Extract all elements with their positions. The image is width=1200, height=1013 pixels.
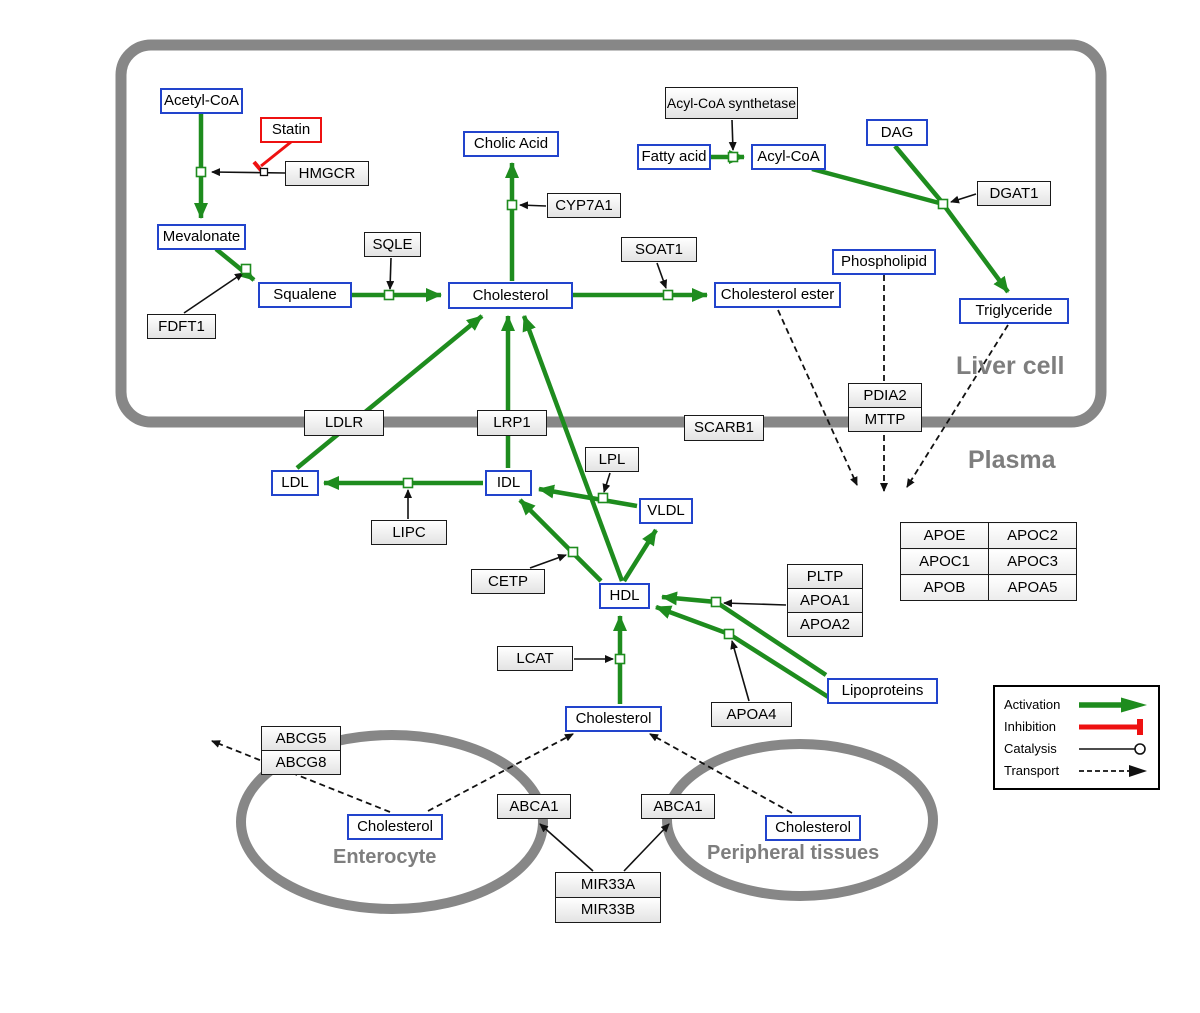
enzyme-lcat[interactable]: LCAT (497, 646, 573, 671)
region-enterocyte-membrane (236, 730, 548, 914)
legend-label-inhibition: Inhibition (1004, 719, 1057, 734)
enzyme-abcg5[interactable]: ABCG5 (261, 726, 341, 751)
apo-cell-apoc3[interactable]: APOC3 (988, 548, 1077, 575)
apolipoprotein-table: APOE APOC2 APOC1 APOC3 APOB APOA5 (900, 522, 1077, 601)
enzyme-lipc[interactable]: LIPC (371, 520, 447, 545)
legend-label-transport: Transport (1004, 763, 1060, 778)
process-nodes (195, 151, 949, 665)
enzyme-cetp[interactable]: CETP (471, 569, 545, 594)
catalysis-edges (183, 119, 977, 872)
metabolite-cholesterol-liver[interactable]: Cholesterol (448, 282, 573, 309)
enzyme-mir33b[interactable]: MIR33B (555, 897, 661, 923)
region-liver-membrane (115, 39, 1107, 428)
metabolite-acyl-coa[interactable]: Acyl-CoA (751, 144, 826, 170)
receptor-scarb1[interactable]: SCARB1 (684, 415, 764, 441)
region-peripheral-membrane (662, 739, 938, 901)
metabolite-squalene[interactable]: Squalene (258, 282, 352, 308)
enzyme-dgat1[interactable]: DGAT1 (977, 181, 1051, 206)
enzyme-mir33a[interactable]: MIR33A (555, 872, 661, 898)
region-label-plasma: Plasma (968, 446, 1056, 474)
metabolite-idl[interactable]: IDL (485, 470, 532, 496)
metabolite-cholesterol-ester[interactable]: Cholesterol ester (714, 282, 841, 308)
enzyme-cyp7a1[interactable]: CYP7A1 (547, 193, 621, 218)
activation-arrow-icon (1079, 697, 1147, 712)
metabolite-cholesterol-plasma[interactable]: Cholesterol (565, 706, 662, 732)
transporter-abca1-peripheral[interactable]: ABCA1 (641, 794, 715, 819)
legend: Activation Inhibition Catalysis Transpor… (993, 685, 1160, 790)
enzyme-abcg8[interactable]: ABCG8 (261, 750, 341, 775)
enzyme-mttp[interactable]: MTTP (848, 407, 922, 432)
metabolite-triglyceride[interactable]: Triglyceride (959, 298, 1069, 324)
metabolite-dag[interactable]: DAG (866, 119, 928, 146)
metabolite-vldl[interactable]: VLDL (639, 498, 693, 524)
apo-cell-apoe[interactable]: APOE (900, 522, 989, 549)
region-label-liver: Liver cell (956, 352, 1065, 380)
metabolite-phospholipid[interactable]: Phospholipid (832, 249, 936, 275)
metabolite-cholic-acid[interactable]: Cholic Acid (463, 131, 559, 157)
apo-cell-apob[interactable]: APOB (900, 574, 989, 601)
transport-arrow-icon (1079, 764, 1147, 777)
receptor-ldlr[interactable]: LDLR (304, 410, 384, 436)
legend-row-activation: Activation (1004, 694, 1149, 715)
enzyme-hmgcr[interactable]: HMGCR (285, 161, 369, 186)
enzyme-apoa4[interactable]: APOA4 (711, 702, 792, 727)
enzyme-fdft1[interactable]: FDFT1 (147, 314, 216, 339)
enzyme-soat1[interactable]: SOAT1 (621, 237, 697, 262)
metabolite-mevalonate[interactable]: Mevalonate (157, 224, 246, 250)
metabolite-fatty-acid[interactable]: Fatty acid (637, 144, 711, 170)
apo-cell-apoc2[interactable]: APOC2 (988, 522, 1077, 549)
legend-row-catalysis: Catalysis (1004, 738, 1149, 759)
receptor-lrp1[interactable]: LRP1 (477, 410, 547, 436)
catalysis-node (259, 167, 269, 177)
drug-statin[interactable]: Statin (260, 117, 322, 143)
region-label-enterocyte: Enterocyte (333, 846, 437, 868)
enzyme-lpl[interactable]: LPL (585, 447, 639, 472)
legend-row-transport: Transport (1004, 760, 1149, 781)
metabolite-cholesterol-enterocyte[interactable]: Cholesterol (347, 814, 443, 840)
enzyme-pltp[interactable]: PLTP (787, 564, 863, 589)
inhibition-bar-icon (1079, 718, 1143, 735)
metabolite-ldl[interactable]: LDL (271, 470, 319, 496)
enzyme-apoa2[interactable]: APOA2 (787, 612, 863, 637)
metabolite-cholesterol-peripheral[interactable]: Cholesterol (765, 815, 861, 841)
metabolite-hdl[interactable]: HDL (599, 583, 650, 609)
enzyme-apoa1[interactable]: APOA1 (787, 588, 863, 613)
legend-row-inhibition: Inhibition (1004, 716, 1149, 737)
enzyme-pdia2[interactable]: PDIA2 (848, 383, 922, 408)
legend-label-activation: Activation (1004, 697, 1061, 712)
apo-cell-apoc1[interactable]: APOC1 (900, 548, 989, 575)
enzyme-acyl-coa-synthetase[interactable]: Acyl-CoA synthetase (665, 87, 798, 119)
legend-label-catalysis: Catalysis (1004, 741, 1057, 756)
transport-edges (211, 275, 1009, 814)
metabolite-acetyl-coa[interactable]: Acetyl-CoA (160, 88, 243, 114)
transporter-abca1-enterocyte[interactable]: ABCA1 (497, 794, 571, 819)
enzyme-sqle[interactable]: SQLE (364, 232, 421, 257)
apo-cell-apoa5[interactable]: APOA5 (988, 574, 1077, 601)
catalysis-circle-icon (1079, 742, 1146, 755)
metabolite-lipoproteins[interactable]: Lipoproteins (827, 678, 938, 704)
region-label-peripheral: Peripheral tissues (707, 842, 880, 864)
